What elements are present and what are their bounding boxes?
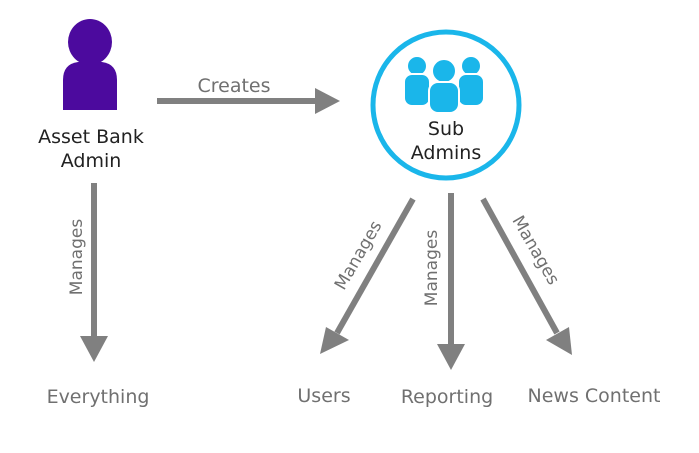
person-icon [63, 19, 117, 110]
admin-manages-label: Manages [67, 219, 87, 296]
sub-admins-label-line2: Admins [411, 142, 481, 164]
asset-bank-admin-node: Asset Bank Admin [38, 19, 144, 172]
creates-arrow [157, 88, 340, 114]
news-manages-arrow [480, 197, 572, 355]
target-users: Users [297, 385, 350, 407]
target-everything: Everything [47, 386, 150, 408]
creates-label: Creates [197, 75, 270, 97]
sub-admins-label-line1: Sub [428, 118, 464, 140]
users-manages-arrow [320, 197, 416, 354]
reporting-manages-label: Manages [422, 230, 442, 307]
admin-label-line2: Admin [61, 150, 122, 172]
reporting-manages-arrow [437, 193, 465, 370]
target-news-content: News Content [528, 385, 661, 407]
admin-label-line1: Asset Bank [38, 126, 144, 148]
group-icon [403, 55, 485, 114]
admin-manages-arrow [80, 183, 108, 362]
news-manages-label: Manages [508, 212, 564, 288]
target-reporting: Reporting [401, 386, 493, 408]
sub-admins-node: Sub Admins [370, 29, 522, 181]
